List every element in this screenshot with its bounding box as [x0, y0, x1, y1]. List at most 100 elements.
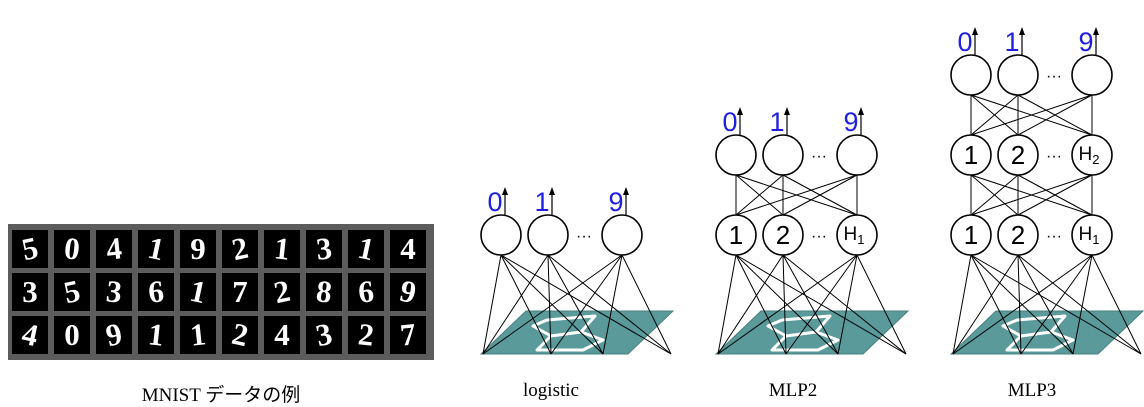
- mnist-digit-cell: 1: [348, 230, 384, 268]
- logistic-input-edge: [547, 254, 604, 355]
- logistic-output-arrowhead: [502, 187, 508, 195]
- mlp2-node: [836, 134, 878, 176]
- mlp2-input-edge: [856, 254, 907, 355]
- mnist-digit-cell: 4: [264, 316, 300, 354]
- mlp3-output-arrowhead: [1019, 27, 1025, 35]
- mlp2-input-edge: [717, 254, 737, 355]
- mnist-digit-cell: 5: [54, 273, 90, 311]
- mnist-digit-cell: 1: [180, 273, 216, 311]
- mlp2-node: [762, 134, 804, 176]
- mnist-digit: 4: [400, 231, 416, 266]
- mlp2-node: [762, 214, 804, 256]
- mlp3-layer-edge: [970, 94, 1093, 136]
- mlp2-input-edge: [782, 254, 839, 355]
- mlp2-input-edge: [735, 254, 787, 355]
- logistic-input-edge: [482, 254, 502, 355]
- logistic-output-arrowhead: [623, 187, 629, 195]
- mlp3-output-label: 1: [1004, 27, 1019, 57]
- mnist-digit-cell: 0: [54, 316, 90, 354]
- mlp3-output-label: 0: [957, 27, 972, 57]
- mlp2-input-edge: [717, 254, 784, 355]
- mlp2-node: [715, 214, 757, 256]
- mlp2-ellipsis: ···: [811, 228, 827, 245]
- mnist-digit-cell: 2: [348, 316, 384, 354]
- mlp2-output-label: 9: [843, 107, 858, 137]
- mlp3-output-label: 9: [1078, 27, 1093, 57]
- mnist-digit-cell: 4: [390, 230, 426, 268]
- logistic-input-edge: [482, 254, 623, 355]
- mlp3-input-edge: [970, 254, 1022, 355]
- mlp3-node-label: 2: [1011, 220, 1025, 250]
- mnist-digit-cell: 9: [390, 273, 426, 311]
- mnist-digit: 3: [22, 274, 38, 309]
- mnist-digit-cell: 7: [222, 273, 258, 311]
- mnist-digit-cell: 2: [222, 230, 258, 268]
- mlp3-node: [1071, 54, 1113, 96]
- mlp3-output-arrowhead: [1093, 27, 1099, 35]
- mnist-digit: 4: [274, 317, 290, 352]
- mlp2-layer-edge: [735, 174, 858, 216]
- logistic-node: [601, 214, 643, 256]
- logistic-input-edge: [482, 254, 549, 355]
- mlp3-node: [997, 134, 1039, 176]
- mlp2-input-edge: [785, 254, 858, 355]
- mlp3-node: [950, 54, 992, 96]
- logistic-output-label: 0: [487, 187, 502, 217]
- mlp3-input-edge: [1072, 254, 1093, 355]
- mlp3-output-arrowhead: [972, 27, 978, 35]
- mlp3-caption: MLP3: [1007, 380, 1057, 401]
- mnist-digit-cell: 5: [12, 230, 48, 268]
- logistic-node: [527, 214, 569, 256]
- logistic-input-edge: [602, 254, 623, 355]
- mlp2-ellipsis: ···: [811, 148, 827, 165]
- logistic-input-edge: [621, 254, 672, 355]
- mlp3-layer-edge: [1017, 94, 1093, 136]
- mlp2-node: [715, 134, 757, 176]
- mlp2-layer-edge: [782, 174, 858, 216]
- mlp2-output-arrowhead: [858, 107, 864, 115]
- mlp3-node-label: 1: [964, 140, 978, 170]
- mlp3-input-edge: [952, 254, 972, 355]
- mlp2-caption: MLP2: [768, 380, 818, 401]
- mnist-digit-cell: 6: [348, 273, 384, 311]
- mlp2-output-label: 1: [769, 107, 784, 137]
- mlp3-node: [997, 214, 1039, 256]
- mlp3-ellipsis: ···: [1046, 228, 1062, 245]
- mlp3-ellipsis: ···: [1046, 68, 1062, 85]
- mnist-digit-cell: 4: [96, 230, 132, 268]
- mnist-digit-cell: 7: [390, 316, 426, 354]
- mnist-digit-cell: 1: [138, 230, 174, 268]
- mlp2-input-edge: [782, 254, 907, 355]
- mnist-digit-cell: 2: [264, 273, 300, 311]
- mnist-digit: 9: [190, 231, 206, 266]
- mnist-digit-cell: 1: [264, 230, 300, 268]
- mlp2-input-edge: [837, 254, 858, 355]
- logistic-ellipsis: ···: [576, 228, 592, 245]
- mnist-digit-cell: 9: [96, 316, 132, 354]
- mnist-digit-cell: 1: [138, 316, 174, 354]
- mlp3-layer-edge: [970, 174, 1093, 216]
- mlp2-layer-edge: [735, 174, 784, 216]
- mlp2-output-arrowhead: [784, 107, 790, 115]
- mlp2-output-label: 0: [722, 107, 737, 137]
- mnist-digit-cell: 8: [306, 273, 342, 311]
- logistic-input-edge: [500, 254, 552, 355]
- mnist-digit-cell: 6: [138, 273, 174, 311]
- mlp3-node-label: 1: [964, 220, 978, 250]
- mlp3-node: [1071, 134, 1113, 176]
- logistic-input-edge: [550, 254, 623, 355]
- logistic-output-label: 1: [534, 187, 549, 217]
- mnist-digit: 7: [232, 274, 248, 309]
- mnist-digit-cell: 3: [12, 273, 48, 311]
- mlp2-input-edge: [717, 254, 858, 355]
- mlp3-layer-edge: [1017, 174, 1093, 216]
- mlp3-node-label: 2: [1011, 140, 1025, 170]
- mnist-digit-cell: 3: [306, 316, 342, 354]
- mlp3-input-edge: [1017, 254, 1074, 355]
- mnist-digit-cell: 2: [222, 316, 258, 354]
- mnist-digit: 0: [64, 317, 80, 352]
- mlp3-input-edge: [952, 254, 1019, 355]
